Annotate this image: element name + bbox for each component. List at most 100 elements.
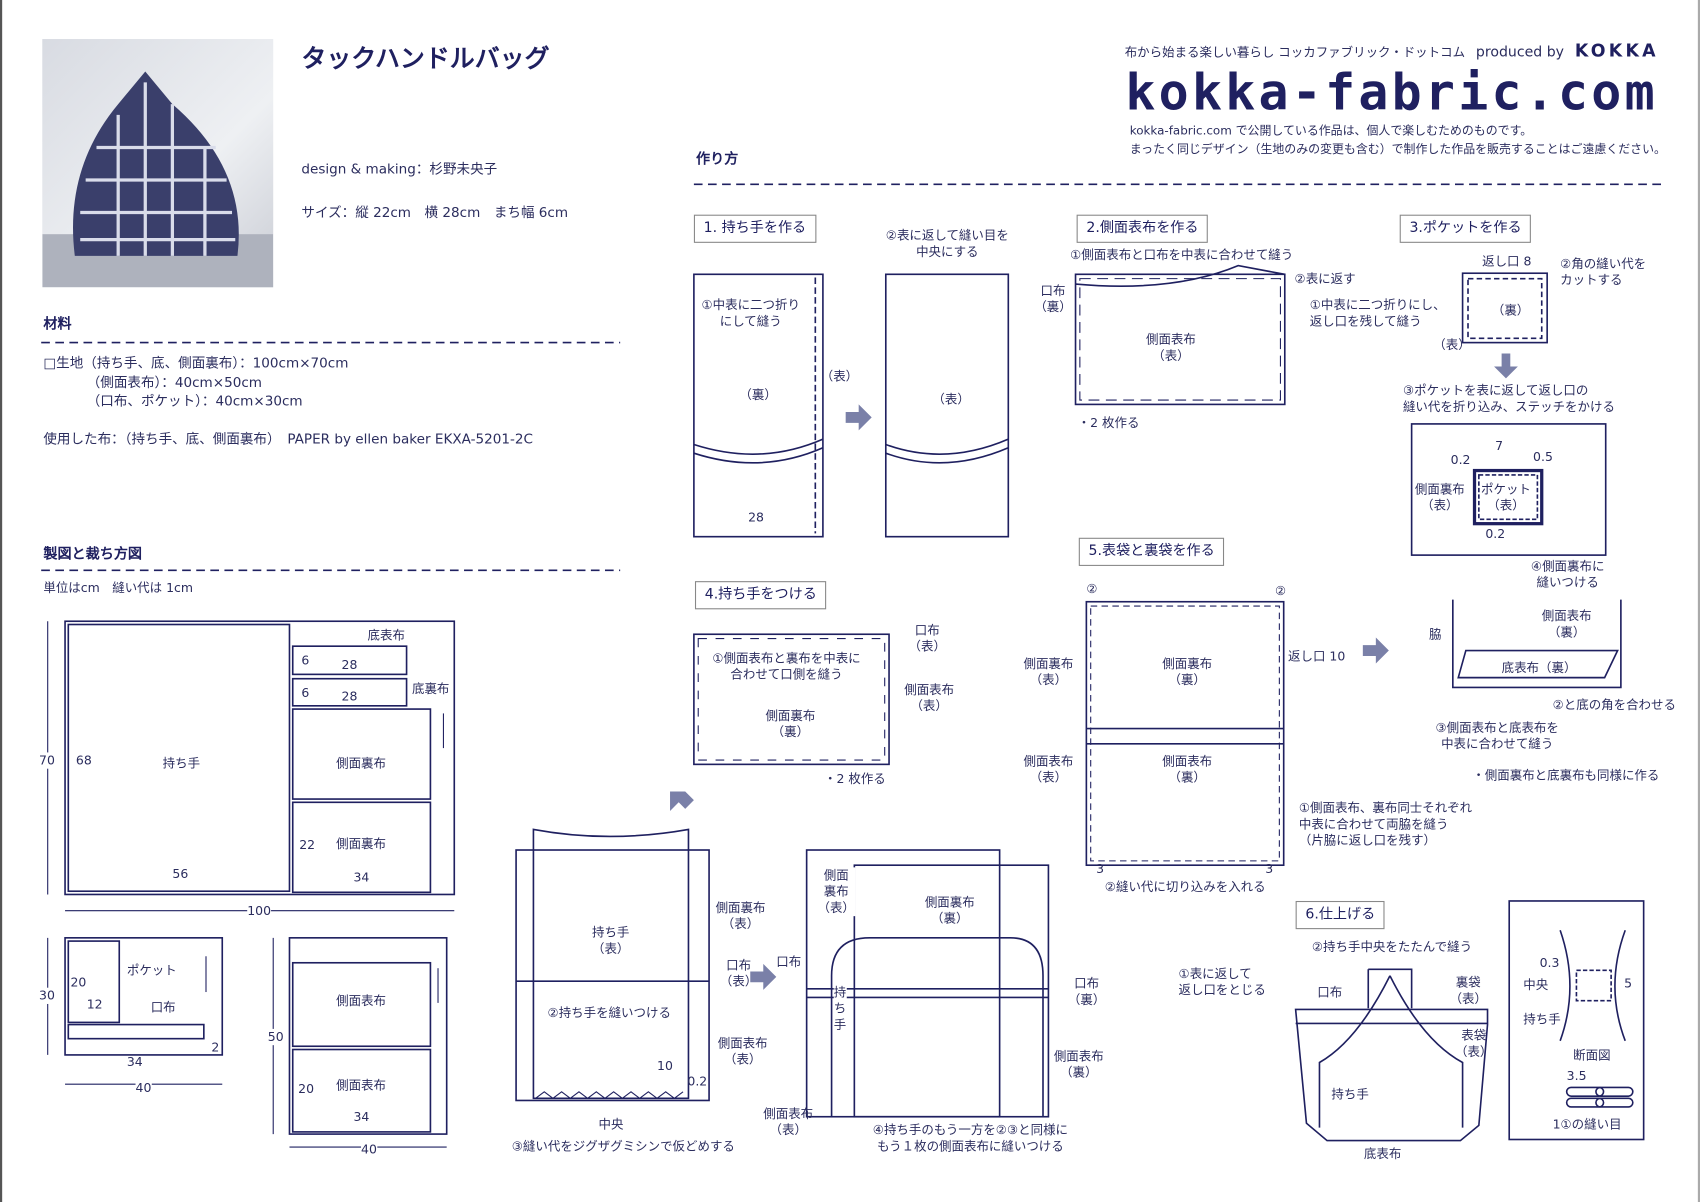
step-label: 0.5 (1533, 448, 1553, 465)
step-label: 断面図 (1573, 1047, 1611, 1063)
step-label: ③縫い代をジグザグミシンで仮どめする (511, 1138, 735, 1154)
cut-label: 6 (301, 652, 310, 668)
step-label: 5 (1624, 975, 1633, 991)
step-label: ①中表に二つ折り にして縫う (701, 297, 800, 330)
step-2-title: 2.側面表布を作る (1076, 214, 1209, 243)
step-4-title: 4.持ち手をつける (694, 581, 827, 610)
step-label: 28 (748, 509, 764, 525)
cut-label: 底表布 (367, 627, 405, 643)
step-label: 返し口 10 (1288, 648, 1346, 664)
step-label: 側面表布 （表） (763, 1105, 814, 1138)
step-label: （裏） (739, 387, 777, 403)
cut-label: 口布 (150, 999, 176, 1015)
step-label: 7 (1495, 438, 1504, 454)
brand-row: 布から始まる楽しい暮らし コッカファブリック・ドットコム produced by… (1125, 40, 1659, 61)
step-label: ④側面裏布に 縫いつける (1530, 558, 1605, 590)
designer: design & making：杉野未央子 (301, 160, 498, 177)
step-label: ・2 枚作る (823, 770, 886, 787)
product-photo (42, 39, 274, 288)
step-label: 側面表布 （裏） (1053, 1048, 1104, 1080)
step-label: 口布 （表） (719, 957, 758, 989)
kokka-logo: KOKKA (1574, 40, 1659, 61)
step-label: 側面表布 （裏） (1541, 608, 1592, 640)
step-label: ②持ち手中央をたたんで縫う (1311, 938, 1473, 955)
step-label: ③ポケットを表に返して返し口の 縫い代を折り込み、ステッチをかける (1402, 382, 1615, 415)
step-label: 口布 (776, 954, 802, 970)
brand-tagline: 布から始まる楽しい暮らし コッカファブリック・ドットコム (1124, 44, 1466, 60)
step-label: 口布 (1317, 984, 1343, 1000)
step-label: 側面表布 （表） (1023, 753, 1074, 785)
step-label: 中央 (1523, 976, 1549, 993)
step-label: 側面 裏布 （表） (817, 867, 855, 917)
step-label: （表） (820, 368, 859, 384)
site-logo: kokka-fabric.com (1125, 62, 1658, 122)
step-label: 側面裏布 （裏） (765, 707, 816, 740)
arrow-icons (670, 353, 1518, 990)
cut-label: 70 (39, 752, 55, 769)
bag-photo-illustration (42, 71, 274, 288)
step-label: ①表に返して 返し口をとじる (1178, 966, 1266, 998)
notice-line-1: kokka-fabric.com で公開している作品は、個人で楽しむためのもので… (1129, 123, 1533, 138)
step-label: 脇 (1428, 626, 1442, 642)
cut-label: 12 (86, 996, 103, 1012)
notice-line-2: まったく同じデザイン（生地のみの変更も含む）で制作した作品を販売することはご遠慮… (1129, 142, 1666, 157)
step-label: 持ち手 (1523, 1011, 1561, 1027)
unit-note: 単位はcm 縫い代は 1cm (43, 580, 194, 596)
step-label: ・2 枚作る (1077, 415, 1140, 431)
step-label: 底表布（裏） (1501, 660, 1577, 676)
step-label: 側面裏布 （表） (1414, 481, 1465, 513)
step-label: （表） (932, 391, 970, 407)
step-label: ② (1275, 583, 1287, 599)
step-label: ①側面表布と口布を中表に合わせて縫う (1070, 247, 1294, 263)
step-label: ②表に返す (1294, 271, 1356, 287)
step-label: 口布 （表） (908, 622, 946, 654)
step-label: 表袋 （表） (1454, 1027, 1493, 1060)
cut-label: 40 (361, 1141, 377, 1158)
cut-label: 34 (353, 1109, 370, 1125)
step-label: 持ち手 （表） (591, 924, 630, 957)
step-label: 側面裏布 （裏） (924, 894, 975, 926)
step-label: 返し口 8 (1482, 253, 1532, 269)
fabric-used: 使用した布：（持ち手、底、側面裏布） PAPER by ellen baker … (43, 430, 533, 447)
cut-label: 側面表布 (336, 1077, 386, 1093)
step-label: 0.3 (1539, 955, 1560, 971)
cut-label: 28 (341, 688, 358, 704)
cut-label: 34 (126, 1053, 143, 1070)
step-label: ②と底の角を合わせる (1552, 697, 1676, 713)
step-5-title: 5.表袋と裏袋を作る (1078, 537, 1225, 566)
step-3-title: 3.ポケットを作る (1399, 214, 1532, 243)
cut-label: 34 (353, 869, 370, 885)
cut-label: 2 (211, 1039, 220, 1055)
step-label: 10 (657, 1058, 673, 1074)
step-label: 0.2 (1485, 525, 1506, 542)
material-line: （口布、ポケット）：40cm×30cm (86, 392, 303, 409)
step-label: （裏） (1491, 302, 1530, 318)
step-label: ①側面表布、裏布同士それぞれ 中表に合わせて両脇を縫う （片脇に返し口を残す） (1298, 800, 1473, 848)
step-label: 側面裏布 （裏） (1162, 655, 1213, 688)
cutting-heading: 製図と裁ち方図 (43, 546, 143, 563)
cut-label: 底裏布 (411, 680, 450, 697)
step-label: ②縫い代に切り込みを入れる (1104, 879, 1266, 895)
step-label: 持 ち 手 (833, 984, 847, 1034)
cutting-layout-pocket (47, 937, 224, 1085)
materials-heading: 材料 (43, 316, 72, 333)
step-label: 3 (1096, 860, 1105, 877)
step-label: ②表に返して縫い目を 中央にする (885, 227, 1009, 260)
step-label: ③側面表布と底表布を 中表に合わせて縫う (1435, 719, 1559, 752)
step-label: 底表布 (1363, 1145, 1402, 1162)
step-6-title: 6.仕上げる (1295, 900, 1385, 930)
cutting-layout-main (47, 620, 456, 912)
cut-label: 20 (70, 974, 87, 990)
step-label: ①中表に二つ折りにし、 返し口を残して縫う (1309, 297, 1446, 329)
page-title: タックハンドルバッグ (301, 45, 550, 74)
howto-heading: 作り方 (696, 151, 739, 169)
step-label: 側面表布 （表） (1145, 331, 1196, 364)
step-label: 口布 （裏） (1067, 975, 1106, 1008)
finished-size: サイズ：縦 22cm 横 28cm まち幅 6cm (301, 203, 569, 221)
cut-label: 50 (267, 1028, 284, 1046)
step-label: ・側面裏布と底裏布も同様に作る (1472, 767, 1660, 783)
step-label: 側面表布 （裏） (1162, 753, 1213, 785)
cut-label: 22 (299, 837, 316, 853)
